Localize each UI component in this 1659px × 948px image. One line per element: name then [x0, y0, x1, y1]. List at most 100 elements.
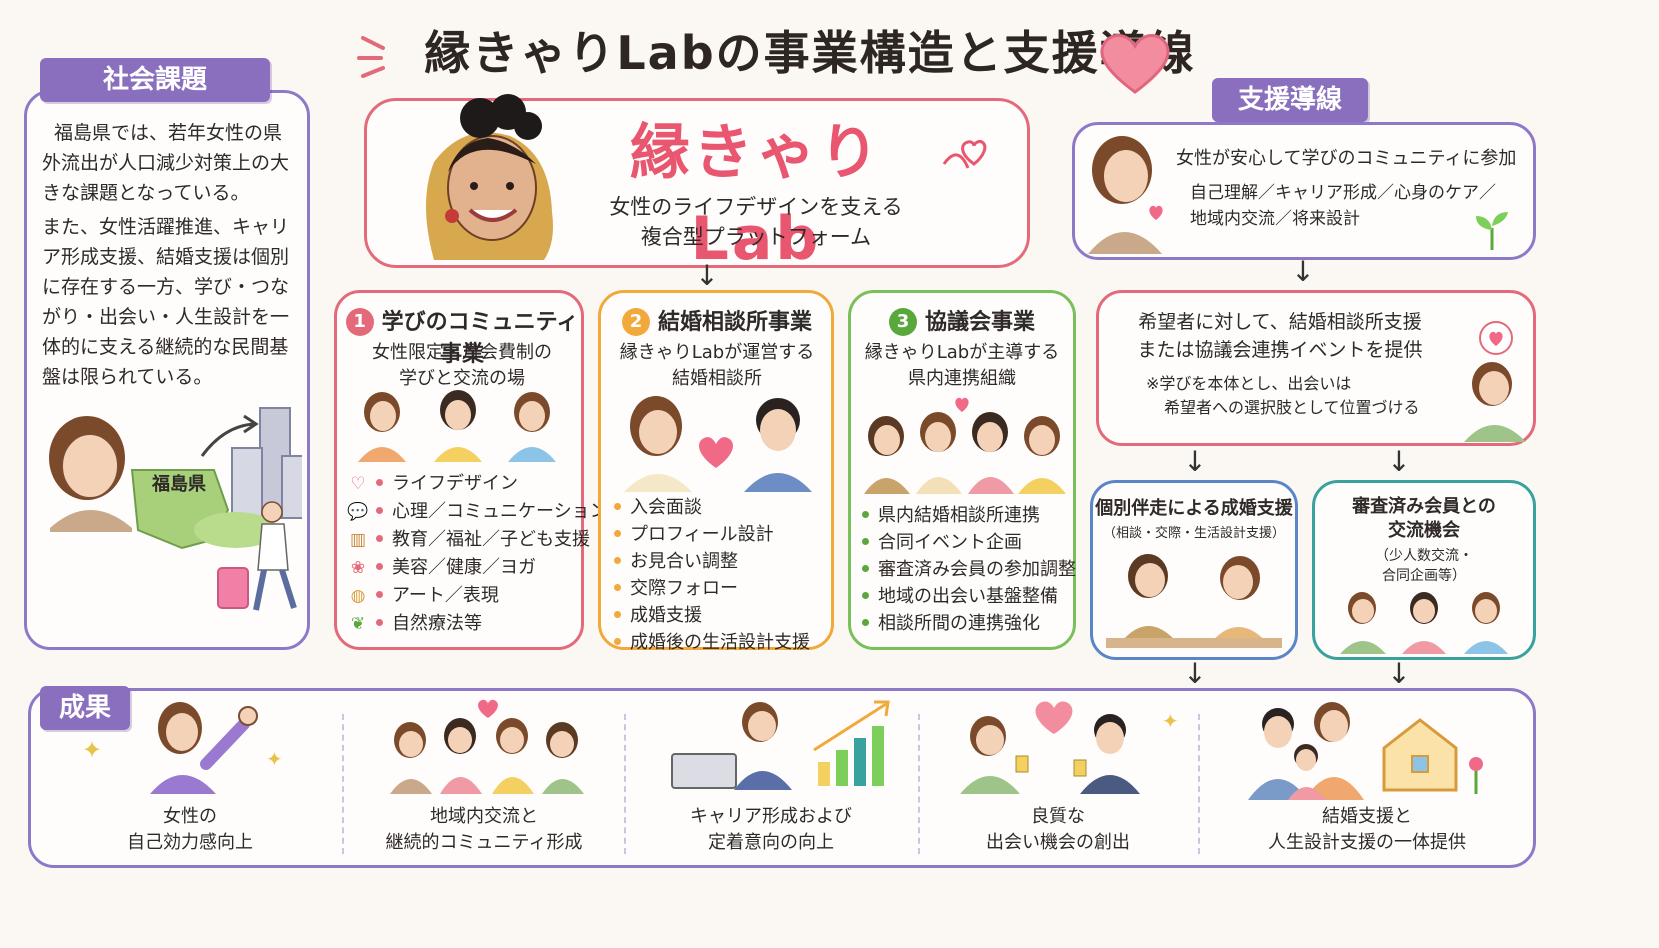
divider	[918, 714, 920, 854]
result-5-line-2: 人生設計支援の一体提供	[1268, 832, 1466, 853]
speech-bubble-icon: 💬	[347, 502, 369, 522]
list-item: 成婚支援	[614, 602, 830, 629]
list-item: お見合い調整	[614, 548, 830, 575]
results-tag: 成果	[40, 686, 130, 730]
business-2-box	[598, 290, 834, 650]
business-2-title-text: 結婚相談所事業	[657, 310, 812, 335]
arrow-down-icon: ↓	[1183, 445, 1207, 478]
list-item: 相談所間の連携強化	[862, 610, 1072, 637]
result-1-line-1: 女性の	[163, 806, 217, 827]
branch-1-illustration	[1100, 546, 1288, 652]
social-issue-paragraph-1: 福島県では、若年女性の県外流出が人口減少対策上の大きな課題となっている。	[42, 122, 290, 204]
branch-2-sub-1: （少人数交流・	[1375, 548, 1473, 564]
branch-2-title-2: 交流機会	[1388, 520, 1460, 541]
branch-2-box	[1312, 480, 1536, 660]
support-step-2-note-1: ※学びを本体とし、出会いは	[1146, 374, 1352, 393]
divider	[624, 714, 626, 854]
list-item: 💬心理／コミュニケーション	[346, 498, 607, 526]
arrow-down-icon: ↓	[695, 259, 719, 292]
result-3-illustration	[664, 694, 904, 794]
sparkle-lines-icon	[355, 30, 405, 80]
brand-subtitle-1: 女性のライフデザインを支える	[609, 195, 903, 219]
divider	[342, 714, 344, 854]
result-4-line-2: 出会い機会の創出	[986, 832, 1130, 853]
business-2-list: 入会面談 プロフィール設計 お見合い調整 交際フォロー 成婚支援 成婚後の生活設…	[614, 494, 830, 656]
business-3-desc-2: 県内連携組織	[908, 368, 1016, 389]
arrow-down-icon: ↓	[1183, 657, 1207, 690]
support-step-2-box	[1096, 290, 1536, 446]
list-item: 地域の出会い基盤整備	[862, 583, 1072, 610]
list-item: ♡ライフデザイン	[346, 470, 580, 498]
business-1-desc-2: 学びと交流の場	[399, 368, 525, 389]
business-1-number: 1	[345, 308, 374, 336]
result-2-line-2: 継続的コミュニティ形成	[385, 832, 583, 853]
business-1-title-text: 学びのコミュニティ事業	[381, 310, 579, 367]
results-panel	[28, 688, 1536, 868]
palette-icon: ◍	[350, 586, 366, 606]
result-4-line-1: 良質な	[1031, 806, 1085, 827]
branch-2-illustration	[1326, 586, 1522, 654]
support-step-1-detail-1: 自己理解／キャリア形成／心身のケア／	[1190, 183, 1496, 203]
support-step-1-box	[1072, 122, 1536, 260]
support-step-2-line-2: または協議会連携イベントを提供	[1137, 339, 1423, 361]
result-3-line-2: 定着意向の向上	[708, 832, 834, 853]
business-3-illustration	[858, 392, 1068, 494]
business-2-desc-1: 縁きゃりLabが運営する	[619, 342, 815, 363]
social-issue-tag: 社会課題	[40, 58, 270, 102]
list-item: ❦自然療法等	[346, 610, 580, 638]
business-3-desc-1: 縁きゃりLabが主導する	[864, 342, 1060, 363]
support-step-2-person	[1456, 314, 1534, 442]
business-1-box	[334, 290, 584, 650]
divider	[1198, 714, 1200, 854]
result-4-illustration: ✦	[944, 694, 1184, 794]
lotus-icon: ❀	[350, 558, 366, 578]
support-step-1-person	[1082, 130, 1166, 254]
support-step-1-detail-2: 地域内交流／将来設計	[1190, 209, 1360, 229]
heart-icon	[1095, 28, 1175, 98]
founder-portrait	[404, 92, 576, 264]
svg-text:✦: ✦	[82, 736, 102, 764]
business-2-illustration	[608, 390, 824, 492]
branch-1-box	[1090, 480, 1298, 660]
book-icon: ▥	[349, 530, 367, 550]
business-1-illustration	[348, 388, 568, 462]
business-3-number: 3	[888, 308, 917, 336]
business-3-title: 3 協議会事業	[856, 304, 1068, 336]
list-item: ❀美容／健康／ヨガ	[346, 554, 580, 582]
business-3-list: 県内結婚相談所連携 合同イベント企画 審査済み会員の参加調整 地域の出会い基盤整…	[862, 502, 1076, 637]
result-2-line-1: 地域内交流と	[430, 806, 538, 827]
sprout-icon	[1470, 208, 1514, 252]
result-5-line-1: 結婚支援と	[1322, 806, 1412, 827]
result-5-illustration	[1234, 694, 1504, 804]
leaf-icon: ❦	[350, 614, 366, 634]
list-item: ▥教育／福祉／子ども支援	[346, 526, 590, 554]
branch-2-title-1: 審査済み会員との	[1352, 496, 1496, 517]
brand-subtitle-2: 複合型プラットフォーム	[640, 225, 872, 249]
list-item: プロフィール設計	[614, 521, 830, 548]
result-2-illustration	[378, 694, 598, 794]
list-item: ◍アート／表現	[346, 582, 580, 610]
list-item: 成婚後の生活設計支援	[614, 629, 830, 656]
list-item: 審査済み会員の参加調整	[862, 556, 1076, 583]
list-item: 入会面談	[614, 494, 830, 521]
page-title: 縁きゃりLabの事業構造と支援導線	[424, 26, 1196, 80]
arrow-down-icon: ↓	[1387, 445, 1411, 478]
support-flow-tag: 支援導線	[1212, 78, 1368, 122]
support-step-2-line-1: 希望者に対して、結婚相談所支援	[1138, 311, 1422, 333]
svg-text:✦: ✦	[1162, 709, 1179, 733]
branch-2-sub-2: 合同企画等）	[1382, 568, 1466, 584]
support-step-1-title: 女性が安心して学びのコミュニティに参加	[1176, 148, 1517, 169]
result-1-illustration: ✦ ✦	[76, 694, 296, 794]
branch-1-title: 個別伴走による成婚支援	[1095, 498, 1293, 519]
business-3-title-text: 協議会事業	[924, 310, 1035, 335]
list-item: 県内結婚相談所連携	[862, 502, 1072, 529]
result-1-line-2: 自己効力感向上	[127, 832, 253, 853]
social-issue-illustration	[32, 400, 305, 640]
social-issue-paragraph-2: また、女性活躍推進、キャリア形成支援、結婚支援は個別に存在する一方、学び・つなが…	[42, 216, 290, 388]
arrow-down-icon: ↓	[1291, 255, 1315, 288]
list-item: 交際フォロー	[614, 575, 830, 602]
brand-name: 縁きゃりLab	[630, 118, 882, 274]
result-3-line-1: キャリア形成および	[690, 806, 852, 827]
